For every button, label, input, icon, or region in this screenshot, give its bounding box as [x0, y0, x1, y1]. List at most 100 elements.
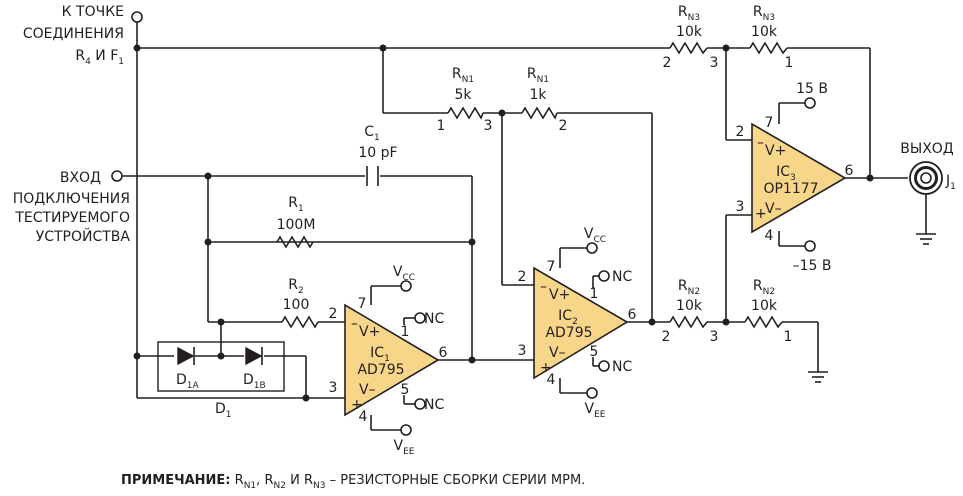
dut-input-label-line2: ПОДКЛЮЧЕНИЯ [13, 191, 130, 207]
ic3-name: IC3 [776, 164, 796, 183]
ic3-minus: – [757, 135, 764, 151]
d1-label: D1 [215, 401, 232, 420]
ic1-nc1-label: NC [424, 311, 444, 327]
opamp-ic2 [533, 266, 629, 380]
ic2-pin4: 4 [547, 372, 556, 388]
output-jack-j1 [909, 161, 943, 195]
rn2b-pin-right: 1 [784, 329, 793, 345]
resistor-r2 [281, 315, 319, 329]
rn1b-label: RN1 [527, 66, 549, 85]
rn1b-pin-right: 2 [559, 118, 568, 134]
ic3-pin4: 4 [765, 228, 774, 244]
ic2-nc1-label: NC [612, 269, 632, 285]
ic1-nc1-terminal [414, 312, 426, 324]
ic2-pin1: 1 [590, 286, 599, 302]
c1-value: 10 pF [358, 145, 397, 161]
top-input-label-line3: R4 И F1 [75, 48, 124, 67]
resistor-rn2-b [744, 315, 783, 329]
ic3-plus: + [755, 206, 767, 222]
ic1-pin3: 3 [329, 380, 338, 396]
rn2b-label: RN2 [753, 278, 775, 297]
ic2-pin7: 7 [547, 259, 556, 275]
ic1-pin2: 2 [329, 306, 338, 322]
ic2-pin6: 6 [628, 307, 637, 323]
ic2-nc1-terminal [598, 270, 610, 282]
ic2-vcc-label: VCC [584, 226, 606, 245]
ic3-vm-label: –15 В [793, 258, 832, 274]
ic3-pin6: 6 [845, 163, 854, 179]
rn1a-value: 5k [454, 87, 472, 103]
r1-label: R1 [288, 195, 303, 214]
resistor-rn2-a [669, 315, 708, 329]
top-input-label-line1: К ТОЧКЕ [62, 4, 124, 20]
resistor-rn3-b [749, 41, 788, 55]
r2-label: R2 [288, 277, 303, 296]
ic3-vp-label: 15 В [796, 81, 828, 97]
ic2-pin2: 2 [518, 269, 527, 285]
footnote: ПРИМЕЧАНИЕ: RN1, RN2 И RN3 – РЕЗИСТОРНЫЕ… [121, 473, 585, 491]
ic1-nc5-terminal [414, 398, 426, 410]
ic2-vee-terminal [586, 387, 598, 399]
ic3-pin2: 2 [736, 124, 745, 140]
dut-input-label-line4: УСТРОЙСТВА [36, 227, 131, 245]
ic3-pin3: 3 [736, 199, 745, 215]
junction-dots [133, 44, 874, 402]
j1-label: J1 [945, 173, 956, 192]
rn2a-pin-right: 3 [710, 329, 719, 345]
ic1-pin7: 7 [358, 296, 367, 312]
ic1-vcc-label: VCC [393, 264, 415, 283]
terminals [111, 11, 816, 436]
rn2b-value: 10k [751, 298, 778, 314]
ic1-pin4: 4 [359, 409, 368, 425]
ic3-vplus: V+ [765, 143, 786, 159]
r1-value: 100M [277, 217, 316, 233]
ic1-vcc-terminal [400, 280, 412, 292]
ic2-vplus: V+ [549, 287, 570, 303]
ground-symbol-rn2 [808, 371, 828, 383]
opamp-ic1 [344, 303, 440, 417]
ic2-pin3: 3 [518, 343, 527, 359]
ic1-plus: + [351, 397, 363, 413]
ic1-name: IC1 [370, 345, 390, 364]
ic2-plus: + [540, 360, 552, 376]
dut-input-label-line1: ВХОД [60, 170, 101, 186]
ic2-name: IC2 [558, 308, 578, 327]
ic3-vp-terminal [804, 97, 816, 109]
rn3b-pin-right: 1 [785, 55, 794, 71]
ic2-minus: – [540, 279, 547, 295]
c1-label: C1 [364, 124, 380, 143]
ic2-vee-label: VEE [585, 401, 606, 420]
resistor-rn1-a [447, 106, 484, 120]
ic3-part: OP1177 [763, 181, 818, 197]
wiring [122, 22, 927, 431]
ground-symbol-j1 [916, 233, 936, 245]
rn3b-label: RN3 [753, 4, 775, 23]
rn3a-pin-left: 2 [663, 55, 672, 71]
ic1-vee-terminal [400, 424, 412, 436]
rn2a-pin-left: 2 [662, 329, 671, 345]
rn1a-label: RN1 [452, 66, 474, 85]
capacitor-c1 [366, 166, 379, 186]
ic1-vplus: V+ [359, 324, 380, 340]
ic1-pin6: 6 [439, 345, 448, 361]
rn1b-value: 1k [529, 87, 547, 103]
rn1a-pin-left: 1 [437, 118, 446, 134]
ic1-part: AD795 [357, 362, 404, 378]
r2-value: 100 [283, 297, 310, 313]
ic3-pin7: 7 [765, 115, 774, 131]
rn1a-pin-right: 3 [484, 118, 493, 134]
ic2-pin5: 5 [590, 344, 599, 360]
d1a-label: D1A [176, 372, 200, 391]
resistor-r1 [276, 235, 314, 249]
diode-d1b [245, 346, 263, 366]
rn3b-value: 10k [751, 24, 778, 40]
rn3a-value: 10k [676, 24, 703, 40]
opamp-ic3 [751, 122, 847, 234]
ic2-vminus: V– [549, 345, 566, 361]
ic1-vminus: V– [359, 382, 376, 398]
ic2-nc5-terminal [598, 360, 610, 372]
ic3-vm-terminal [804, 240, 816, 252]
ic1-vee-label: VEE [394, 438, 415, 457]
resistor-rn3-a [669, 41, 708, 55]
